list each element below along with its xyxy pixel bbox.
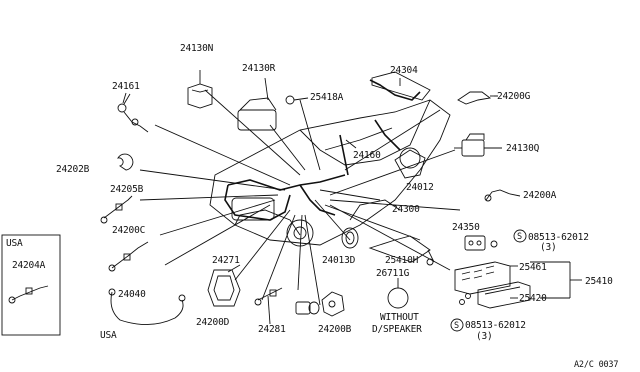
label-25410: 25410 <box>585 276 613 287</box>
label-usa-inset: USA <box>6 238 23 249</box>
part-24160-icon <box>345 139 357 149</box>
bracket-25410 <box>530 261 582 299</box>
circle-s-icon: S <box>513 229 527 243</box>
label-qty-2: (3) <box>476 331 493 342</box>
part-25410H-icon <box>368 235 434 266</box>
part-24130N-icon <box>187 70 213 109</box>
car-body <box>209 71 451 247</box>
part-25461-icon <box>454 261 511 295</box>
part-24204A-icon <box>8 285 49 304</box>
svg-text:S: S <box>517 232 522 242</box>
label-24281: 24281 <box>258 324 286 335</box>
label-without: WITHOUT <box>380 312 419 323</box>
part-25420-icon <box>477 281 531 309</box>
label-24200G: 24200G <box>497 91 531 102</box>
label-25461: 25461 <box>519 262 547 273</box>
screw-icon <box>459 293 471 305</box>
wiring-harness <box>224 79 421 221</box>
circle-s-icon-2: S <box>450 318 464 332</box>
part-24130R-icon <box>264 77 269 101</box>
part-24350-icon <box>464 235 498 251</box>
label-25420: 25420 <box>519 293 547 304</box>
svg-text:S: S <box>454 321 459 331</box>
part-24205B-icon <box>100 195 133 224</box>
label-ticks <box>123 93 518 325</box>
part-24130Q-icon <box>461 133 502 157</box>
label-24271: 24271 <box>212 255 240 266</box>
label-24040: 24040 <box>118 289 146 300</box>
usa-inset-box <box>1 234 61 336</box>
label-24202B: 24202B <box>56 164 90 175</box>
label-24013D: 24013D <box>322 255 356 266</box>
label-24130N: 24130N <box>180 43 214 54</box>
part-24040-icon <box>108 288 186 325</box>
part-24200B-icon <box>321 291 345 317</box>
part-24161-icon <box>117 92 149 133</box>
label-24200B: 24200B <box>318 324 352 335</box>
label-dspeaker: D/SPEAKER <box>372 324 422 335</box>
label-26711G: 26711G <box>376 268 410 279</box>
label-24304: 24304 <box>390 65 418 76</box>
label-24161: 24161 <box>112 81 140 92</box>
label-24205B: 24205B <box>110 184 144 195</box>
leader-lines <box>139 89 461 306</box>
label-24204A: 24204A <box>12 260 46 271</box>
part-26711G-icon <box>387 287 409 309</box>
part-24281-icon <box>295 301 320 315</box>
label-screw-2: 08513-62012 <box>465 320 526 331</box>
label-usa-bottom: USA <box>100 330 117 341</box>
part-24200G-icon <box>457 91 498 105</box>
diagram-code: A2/C 0037 <box>574 360 618 370</box>
part-24271-icon <box>207 269 241 307</box>
label-screw-1: 08513-62012 <box>528 232 589 243</box>
label-24200D: 24200D <box>196 317 230 328</box>
label-24130Q: 24130Q <box>506 143 540 154</box>
part-24200D-icon <box>254 287 283 306</box>
part-24202B-icon <box>117 153 134 171</box>
label-24012: 24012 <box>406 182 434 193</box>
label-25410H: 25410H <box>385 255 419 266</box>
part-24200A-icon <box>484 189 521 202</box>
label-qty-1: (3) <box>540 242 557 253</box>
part-24200C-icon <box>108 241 149 272</box>
label-24200C: 24200C <box>112 225 145 236</box>
label-24300: 24300 <box>392 204 420 215</box>
label-24200A: 24200A <box>523 190 557 201</box>
labels: 24130N 24130R 24304 24161 25418A 24200G … <box>6 43 619 370</box>
label-24350: 24350 <box>452 222 480 233</box>
label-24130R: 24130R <box>242 63 276 74</box>
label-24160: 24160 <box>353 150 381 161</box>
part-24013D-icon <box>341 227 359 249</box>
label-25418A: 25418A <box>310 92 344 103</box>
part-25418A-icon <box>285 95 309 105</box>
